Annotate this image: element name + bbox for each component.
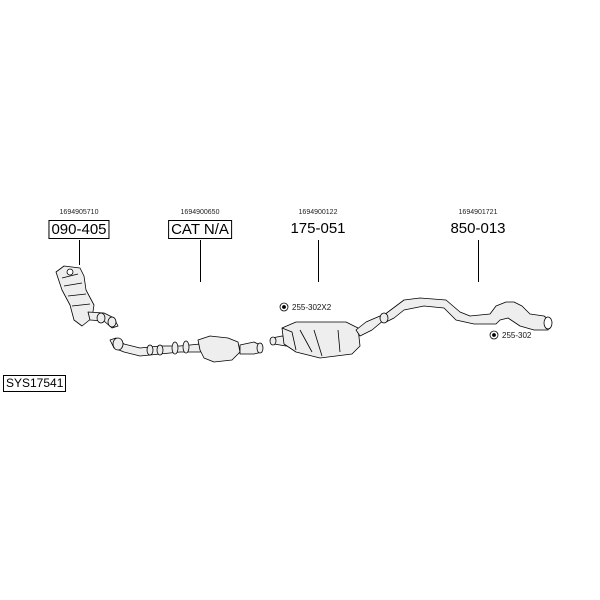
front-pipe-icon[interactable] [109,335,264,363]
leader-line-2 [200,240,201,282]
leader-line-3 [318,240,319,282]
clamp-label-1[interactable]: 255-302X2 [292,303,332,312]
clamp-ring-icon[interactable] [279,302,499,340]
leader-line-4 [478,240,479,282]
rear-pipe-icon[interactable] [379,297,553,331]
part-number-1: 1694905710 [59,209,99,216]
part-code-3[interactable]: 175-051 [290,220,346,237]
part-code-4[interactable]: 850-013 [450,220,506,237]
leader-line-1 [79,240,80,265]
part-code-1[interactable]: 090-405 [48,220,110,239]
clamp-label-2[interactable]: 255-302 [502,331,532,340]
system-code-label: SYS17541 [3,375,67,392]
part-number-2: 1694900650 [180,209,220,216]
catalytic-converter-icon[interactable] [55,265,119,329]
part-number-4: 1694901721 [458,209,498,216]
part-code-2[interactable]: CAT N/A [168,220,232,239]
middle-silencer-icon[interactable] [269,315,385,359]
part-number-3: 1694900122 [298,209,338,216]
